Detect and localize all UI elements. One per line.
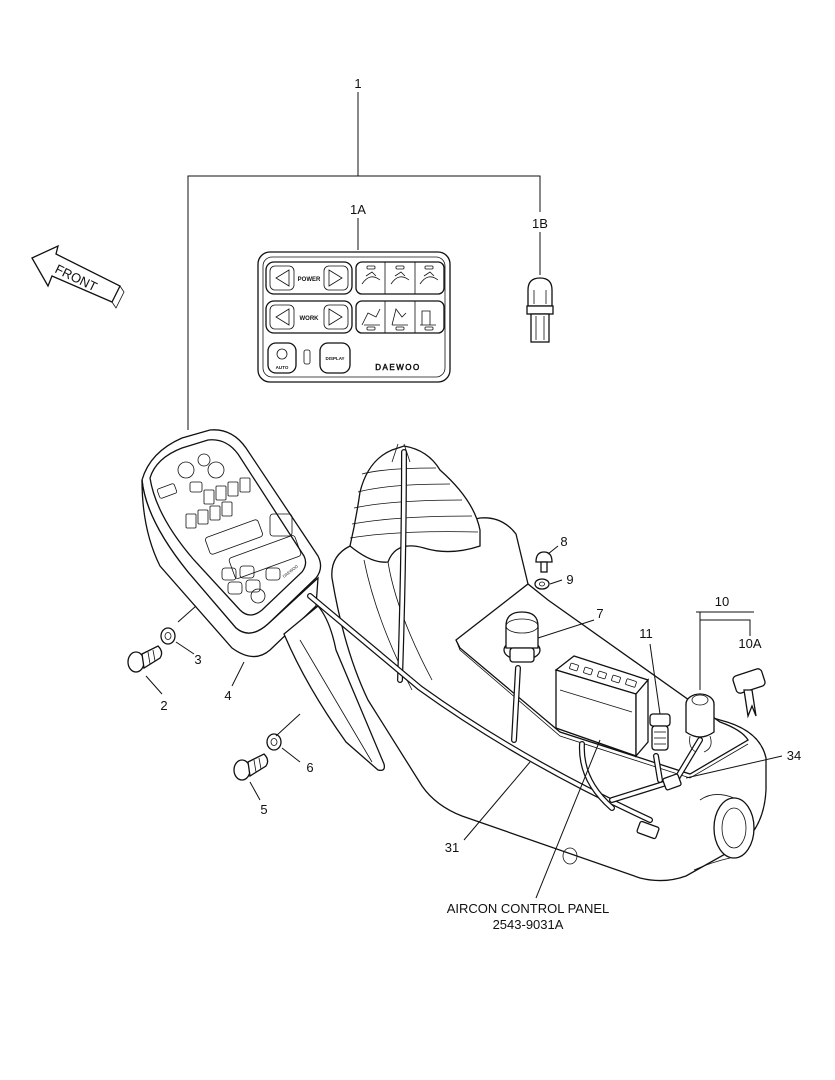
callout-10a: 10A	[738, 636, 761, 651]
main-console	[331, 443, 767, 882]
callout-5: 5	[260, 802, 267, 817]
work-label: WORK	[300, 316, 320, 322]
callout-3: 3	[194, 652, 201, 667]
switch-panel-1a: POWER WORK AUTO DISPLAY D	[257, 251, 451, 383]
key-switch-10	[685, 693, 715, 753]
front-arrow-icon: FRONT	[31, 244, 125, 309]
bolt-icon	[127, 645, 163, 673]
callout-1b: 1B	[532, 216, 548, 231]
rotary-switch-7	[503, 611, 541, 663]
aircon-panel	[554, 655, 650, 758]
callout-7: 7	[596, 606, 603, 621]
callout-4: 4	[224, 688, 231, 703]
panel-brand: DAEWOO	[375, 363, 420, 372]
callout-1a: 1A	[350, 202, 366, 217]
aircon-note-title: AIRCON CONTROL PANEL	[447, 901, 610, 916]
callout-9: 9	[566, 572, 573, 587]
connector-11	[649, 713, 671, 751]
key-icon	[732, 668, 766, 719]
bolt-icon	[233, 753, 269, 781]
washer-icon	[534, 578, 550, 590]
callout-10: 10	[715, 594, 729, 609]
callout-34: 34	[787, 748, 801, 763]
wire-harness	[307, 449, 703, 840]
leader-lines	[145, 545, 783, 899]
arrow-right-icon	[328, 269, 343, 287]
callout-11: 11	[639, 626, 653, 641]
washer-icon	[160, 627, 176, 645]
bulb-icon	[526, 277, 554, 343]
washer-icon	[266, 733, 282, 751]
arrow-left-icon	[275, 269, 290, 287]
callout-2: 2	[160, 698, 167, 713]
leader-tree	[187, 92, 541, 430]
left-console: DAEWOO	[141, 429, 386, 772]
arrow-left-icon	[275, 308, 290, 326]
auto-label: AUTO	[276, 365, 289, 370]
display-label: DISPLAY	[325, 356, 344, 361]
aircon-note-part: 2543-9031A	[493, 917, 564, 932]
callout-31: 31	[445, 840, 459, 855]
power-label: POWER	[298, 277, 321, 283]
arrow-right-icon	[328, 308, 343, 326]
callout-8: 8	[560, 534, 567, 549]
callout-6: 6	[306, 760, 313, 775]
bolt-icon	[535, 551, 553, 573]
callout-1: 1	[354, 76, 361, 91]
